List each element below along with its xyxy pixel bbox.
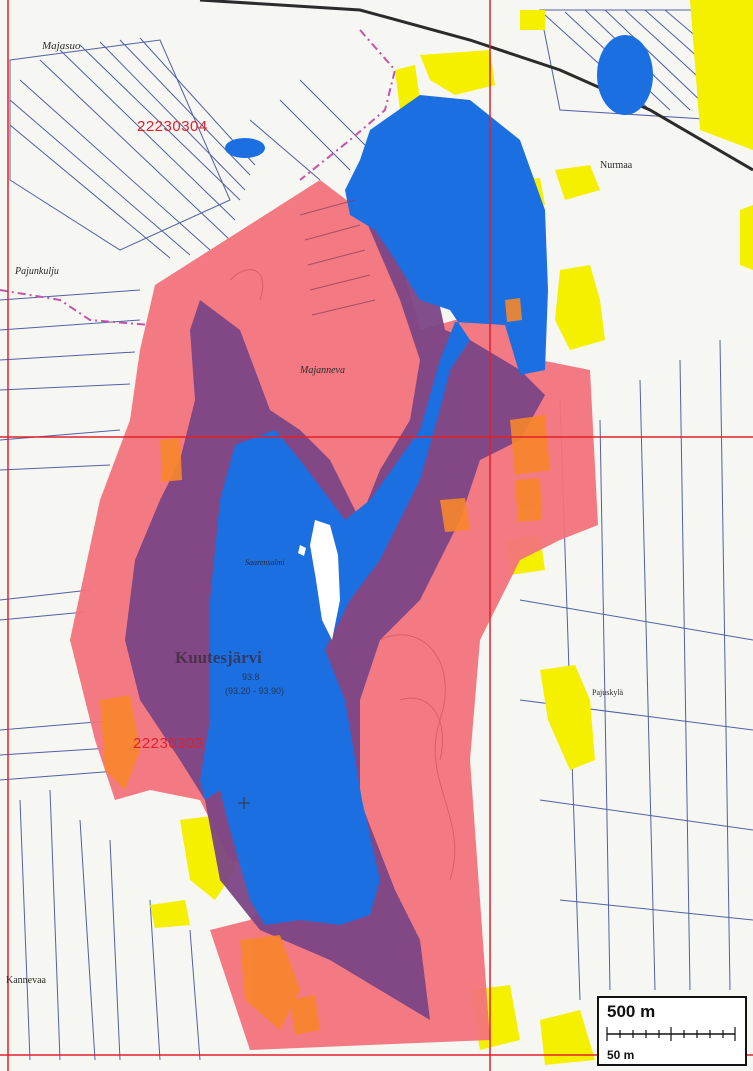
- railway-line: [199, 0, 753, 172]
- contour-lines: [229, 269, 456, 881]
- pond-north: [597, 35, 653, 115]
- lake-name: Kuutesjärvi: [175, 648, 262, 667]
- admin-border: [299, 29, 397, 181]
- scale-bar: 500 m 50 m: [597, 996, 747, 1066]
- sheet-label-sw: 22230303: [133, 735, 204, 752]
- sheet-label-ne: 22230304: [137, 118, 208, 135]
- building-patches: [100, 298, 550, 1035]
- islet: [298, 545, 306, 556]
- place-tuomaa: Nurmaa: [600, 160, 633, 171]
- zone-hatching: [299, 199, 376, 316]
- place-majasuo: Majasuo: [42, 40, 81, 52]
- pond-nw: [225, 138, 265, 158]
- place-island: Saarensalmi: [245, 558, 285, 567]
- scale-ruler-icon: [606, 1027, 736, 1041]
- place-sw-moor: Kannevaa: [6, 975, 46, 986]
- place-majanneva: Majanneva: [300, 365, 345, 376]
- island: [310, 520, 340, 640]
- benchmark-cross-icon: [238, 797, 250, 809]
- place-pajuskyla: Pajuskylä: [592, 688, 624, 697]
- place-pajunkulju: Pajunkulju: [15, 266, 59, 277]
- scale-label-top: 500 m: [607, 1002, 656, 1021]
- lake-main: [200, 95, 548, 925]
- admin-border-west: [0, 289, 151, 326]
- lake-elevation: 93.8: [242, 672, 260, 682]
- scale-label-bottom: 50 m: [607, 1048, 635, 1062]
- lake-range: (93.20 - 93.90): [225, 686, 285, 696]
